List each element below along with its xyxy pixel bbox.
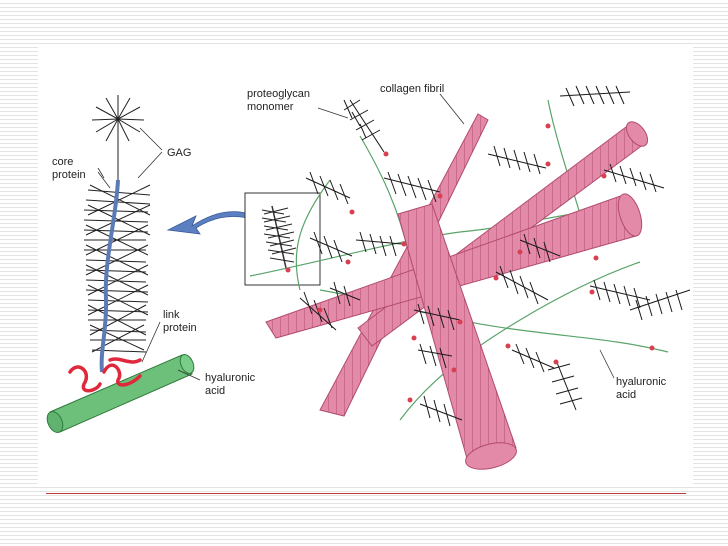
collagen-fibril-label: collagen fibril [380,83,444,95]
proteoglycan-monomers [299,85,691,427]
proteoglycan-monomer-line1: proteoglycan [247,88,310,100]
title-rule [46,493,686,494]
hyaluronic-acid-left-line1: hyaluronic [205,372,256,384]
hyaluronic-acid-right-line1: hyaluronic [616,376,667,388]
left-leader-lines [97,127,201,381]
proteoglycan-monomer-line2: monomer [247,101,294,113]
collagen-fibrils [265,113,649,470]
link-protein [68,357,142,393]
gag-label: GAG [167,147,191,159]
gag-starburst [91,95,145,143]
core-protein-label-line1: core [52,156,73,168]
core-protein-label-line2: protein [52,169,86,181]
magnify-arrow [166,211,251,235]
link-protein-label-line2: protein [163,322,197,334]
collagen-fibril-vertical [319,113,489,417]
hyaluronic-acid-tube [46,354,195,433]
attachment-dots [285,123,655,403]
hyaluronic-acid-left-line2: acid [205,385,225,397]
gag-chains [83,143,151,353]
left-proteoglycan [46,95,195,433]
inset-box [244,192,321,286]
link-protein-label-line1: link [163,309,180,321]
slide-panel [38,46,693,486]
right-leader-lines [317,93,615,379]
core-protein-strand [99,179,120,373]
hyaluronic-acid-right-line2: acid [616,389,636,401]
